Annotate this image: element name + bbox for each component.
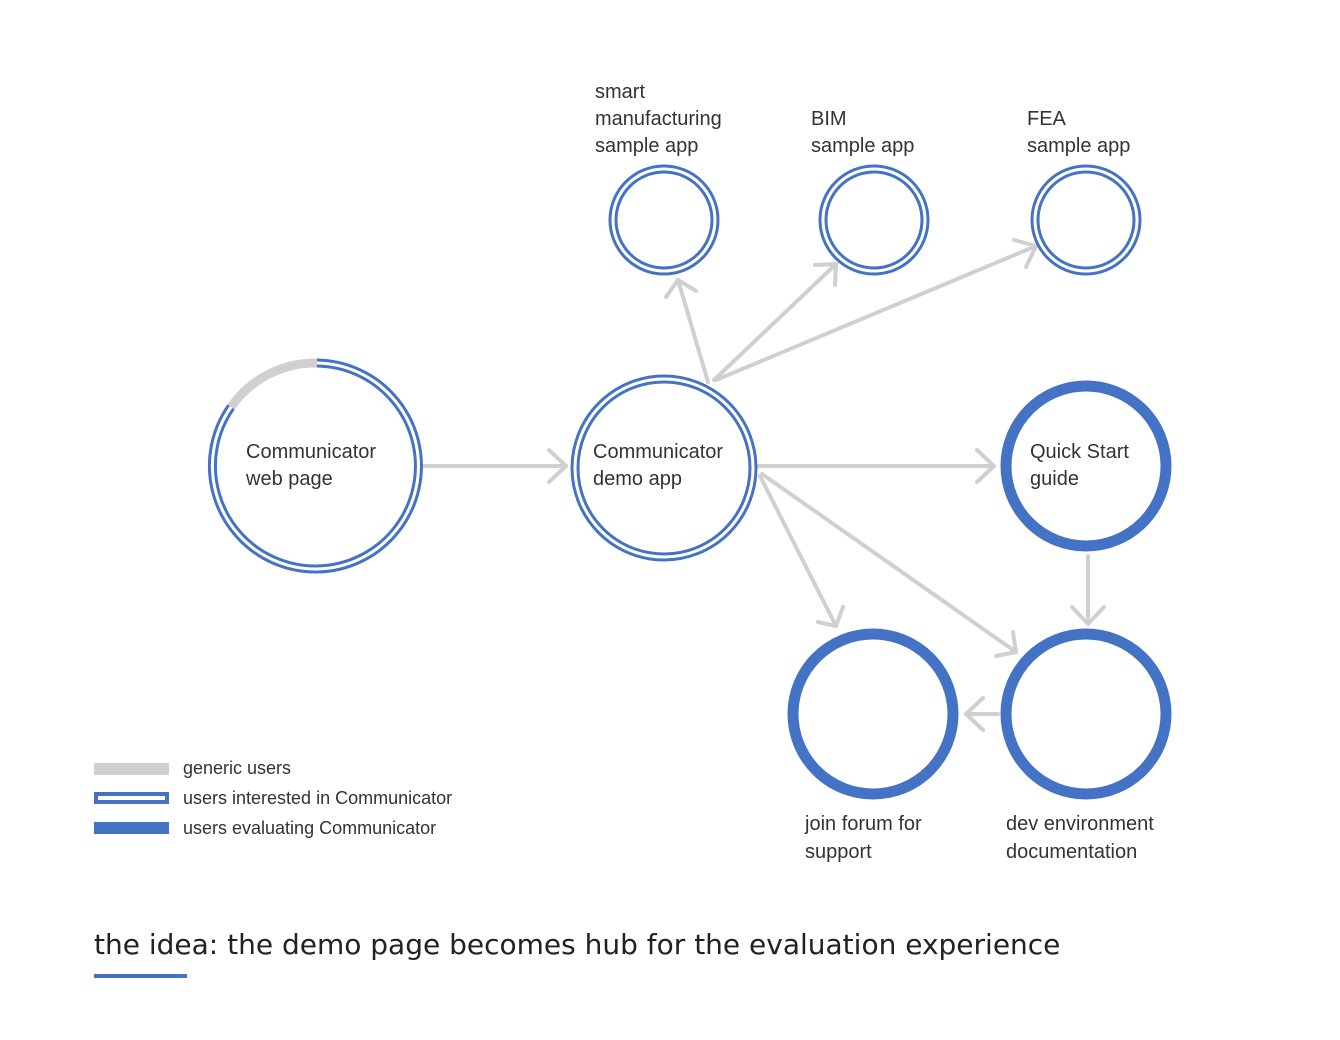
fea-label-line1: FEA xyxy=(1027,108,1067,130)
bim-label-line1: BIM xyxy=(811,108,847,130)
forum-label-line2: support xyxy=(805,841,872,863)
quick-start-label-line1: Quick Start xyxy=(1030,441,1129,463)
forum-label-line1: join forum for xyxy=(804,813,922,835)
quick-start-label-line2: guide xyxy=(1030,468,1079,490)
fea-ring-inner xyxy=(1033,167,1139,273)
node-fea: FEA sample app xyxy=(1027,108,1142,276)
legend-label-generic: generic users xyxy=(183,758,291,778)
legend: generic users users interested in Commun… xyxy=(94,758,452,838)
dev-docs-label-line1: dev environment xyxy=(1006,813,1154,835)
node-web-page: Communicator web page xyxy=(208,358,423,574)
web-page-generic-arc xyxy=(227,358,318,410)
smart-mfg-label-line2: manufacturing xyxy=(595,108,722,130)
arrow-demo-app-to-quick-start xyxy=(756,448,996,484)
arrow-demo-app-to-smart-mfg xyxy=(664,278,710,384)
arrows xyxy=(420,238,1106,732)
node-demo-app: Communicator demo app xyxy=(570,374,758,562)
caption-underline xyxy=(94,974,187,978)
legend-swatch-generic xyxy=(94,763,169,775)
fea-label-line2: sample app xyxy=(1027,135,1130,157)
legend-label-interested: users interested in Communicator xyxy=(183,788,452,808)
caption: the idea: the demo page becomes hub for … xyxy=(94,928,1061,961)
web-page-label-line2: web page xyxy=(245,468,333,490)
legend-swatch-evaluating xyxy=(94,822,169,834)
node-forum: join forum for support xyxy=(787,628,959,863)
arrow-demo-app-to-forum xyxy=(758,474,845,628)
legend-label-evaluating: users evaluating Communicator xyxy=(183,818,436,838)
arrow-web-page-to-demo-app xyxy=(420,448,568,484)
web-page-label-line1: Communicator xyxy=(246,441,376,463)
arrow-quick-start-to-dev-docs xyxy=(1070,554,1106,626)
smart-mfg-ring-inner xyxy=(611,167,717,273)
arrow-demo-app-to-fea xyxy=(714,238,1038,382)
dev-docs-ring xyxy=(1000,628,1172,800)
node-dev-docs: dev environment documentation xyxy=(1000,628,1172,863)
smart-mfg-label-line3: sample app xyxy=(595,135,698,157)
arrow-demo-app-to-bim xyxy=(712,262,838,382)
quick-start-ring xyxy=(1000,380,1172,552)
demo-app-label-line2: demo app xyxy=(593,468,682,490)
forum-ring xyxy=(787,628,959,800)
node-smart-mfg: smart manufacturing sample app xyxy=(595,81,722,276)
node-quick-start: Quick Start guide xyxy=(1000,380,1172,552)
dev-docs-label-line2: documentation xyxy=(1006,841,1137,863)
web-page-interested-arc-inner xyxy=(211,361,420,571)
legend-swatch-interested xyxy=(94,792,169,804)
arrow-demo-app-to-dev-docs xyxy=(760,472,1018,658)
smart-mfg-label-line1: smart xyxy=(595,81,645,103)
bim-ring-inner xyxy=(821,167,927,273)
demo-app-ring-inner xyxy=(573,377,755,559)
demo-app-label-line1: Communicator xyxy=(593,441,723,463)
arrow-dev-docs-to-forum xyxy=(964,696,1000,732)
bim-label-line2: sample app xyxy=(811,135,914,157)
node-bim: BIM sample app xyxy=(811,108,930,276)
